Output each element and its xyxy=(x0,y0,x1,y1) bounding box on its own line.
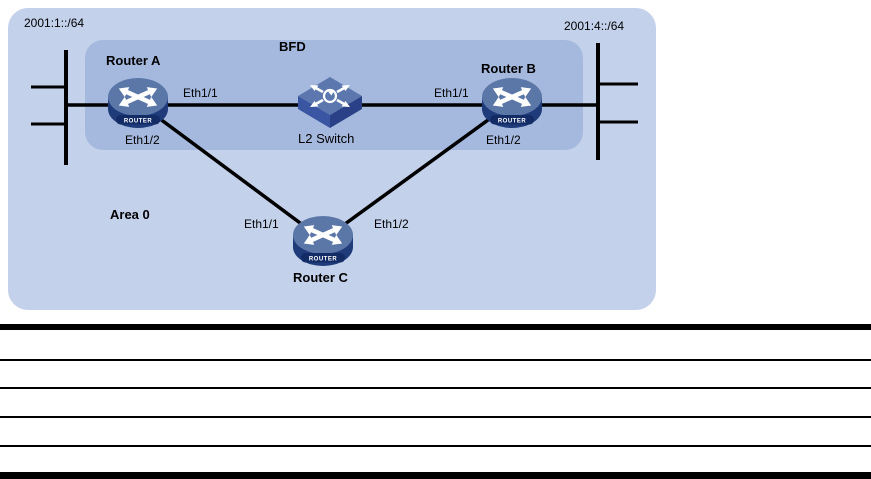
router-icon: ROUTER xyxy=(106,76,170,130)
network-label-right: 2001:4::/64 xyxy=(564,19,625,33)
table-top-border xyxy=(0,324,871,330)
router-badge: ROUTER xyxy=(124,119,153,125)
router-a-label: Router A xyxy=(106,53,161,68)
l2-switch-icon xyxy=(296,75,364,131)
link-routerB-routerC xyxy=(321,102,512,242)
router-icon: ROUTER xyxy=(480,76,544,130)
bfd-zone-label: BFD xyxy=(279,39,306,54)
router-c-label: Router C xyxy=(293,270,348,285)
router-b-label: Router B xyxy=(481,61,536,76)
routerB-eth1-1-label: Eth1/1 xyxy=(434,86,469,100)
router-badge: ROUTER xyxy=(309,257,338,263)
routerA-eth1-1-label: Eth1/1 xyxy=(183,86,218,100)
routerC-eth1-2-label: Eth1/2 xyxy=(374,217,409,231)
routerB-eth1-2-label: Eth1/2 xyxy=(486,133,521,147)
routerA-eth1-2-label: Eth1/2 xyxy=(125,133,160,147)
table-row-divider xyxy=(0,359,871,361)
table-bottom-border xyxy=(0,472,871,479)
router-icon: ROUTER xyxy=(291,214,355,268)
network-label-left: 2001:1::/64 xyxy=(24,16,85,30)
table-row-divider xyxy=(0,445,871,447)
table-row-divider xyxy=(0,416,871,418)
left-lan-bus xyxy=(31,50,68,165)
link-routerA-routerC xyxy=(138,102,325,242)
right-lan-bus xyxy=(596,43,638,160)
router-badge: ROUTER xyxy=(498,119,527,125)
table-row-divider xyxy=(0,387,871,389)
l2-switch-label: L2 Switch xyxy=(298,131,355,146)
area0-zone-label: Area 0 xyxy=(110,207,150,222)
routerC-eth1-1-label: Eth1/1 xyxy=(244,217,279,231)
